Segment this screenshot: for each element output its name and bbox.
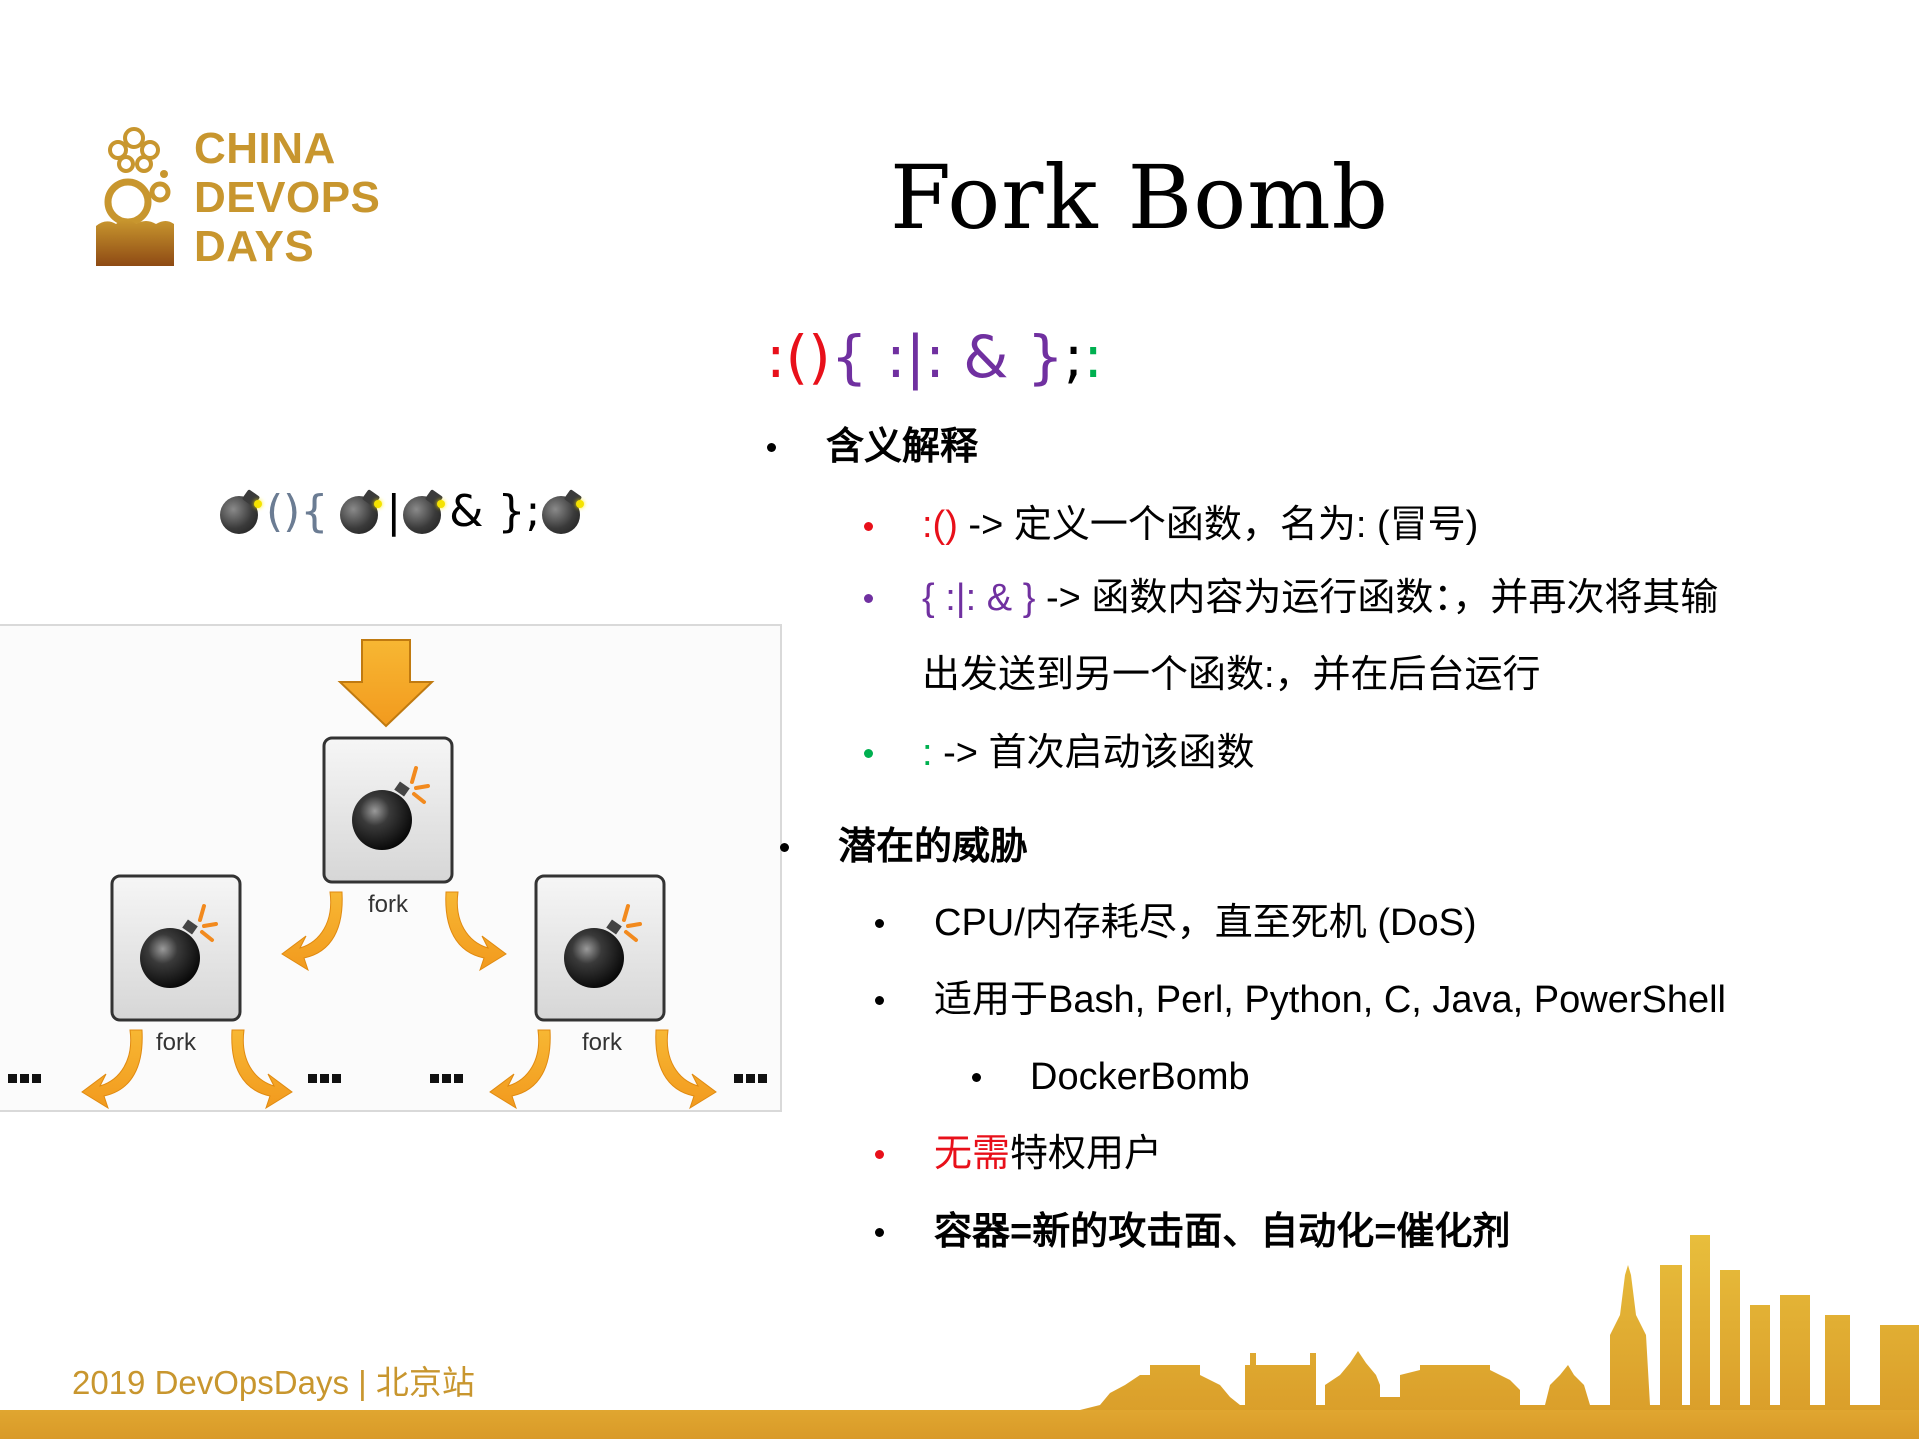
bomb-code-part: & }; <box>449 486 541 537</box>
threat-item-2: 适用于Bash, Perl, Python, C, Java, PowerShe… <box>934 979 1726 1021</box>
code-semicolon: ; <box>1063 323 1084 391</box>
code-fragment: { :|: & } <box>922 577 1036 619</box>
bullet-dot <box>875 996 884 1005</box>
bomb-icon <box>403 489 447 534</box>
threat-item-4: 容器=新的攻击面、自动化=催化剂 <box>934 1211 1511 1253</box>
slide-title: Fork Bomb <box>890 146 1390 249</box>
logo-line-devops: DEVOPS <box>194 173 381 222</box>
footer-event-label: 2019 DevOpsDays | 北京站 <box>72 1364 475 1401</box>
logo-line-china: CHINA <box>194 124 336 173</box>
fork-bomb-diagram: fork fork fork <box>0 624 782 1112</box>
bullet-dot <box>767 443 776 452</box>
item-text: 特权用户 <box>1010 1133 1163 1175</box>
highlight-text: 无需 <box>934 1133 1011 1175</box>
bomb-code-part: | <box>386 486 402 537</box>
meaning-item-3: : -> 首次启动该函数 <box>922 728 1255 778</box>
threat-item-1: CPU/内存耗尽，直至死机 (DoS) <box>934 902 1477 944</box>
bullet-dot <box>972 1073 981 1082</box>
threat-subitem-dockerbomb: DockerBomb <box>1030 1056 1250 1098</box>
code-invoke: : <box>1083 323 1103 391</box>
fork-label: fork <box>156 1029 197 1056</box>
meaning-item-2: { :|: & } -> 函数内容为运行函数：，并再次将其输 <box>922 573 1718 623</box>
fork-label: fork <box>368 891 409 918</box>
bullet-dot <box>875 1228 884 1237</box>
code-function-def: :() <box>766 323 831 391</box>
section-heading-meaning: 含义解释 <box>826 426 979 468</box>
item-text: -> 函数内容为运行函数：，并再次将其输 <box>1035 577 1719 619</box>
code-fragment: : <box>922 732 933 774</box>
process-node-right <box>534 874 666 1022</box>
fork-bomb-code: :(){ :|: & };: <box>766 322 1103 392</box>
bullet-dot-green <box>864 749 873 758</box>
bullet-dot-purple <box>864 594 873 603</box>
item-text: -> 首次启动该函数 <box>932 732 1255 774</box>
bullet-dot <box>780 843 789 852</box>
fork-label: fork <box>582 1029 623 1056</box>
bomb-code-part: (){ <box>266 486 329 537</box>
threat-item-3: 无需特权用户 <box>934 1129 1162 1179</box>
code-fragment: :() <box>922 504 958 546</box>
meaning-item-1: :() -> 定义一个函数，名为: (冒号) <box>922 500 1478 550</box>
code-function-body: { :|: & } <box>830 323 1064 391</box>
china-devops-days-logo: CHINA DEVOPS DAYS <box>96 118 396 271</box>
beijing-skyline-icon <box>1080 1235 1919 1415</box>
process-node-root <box>322 736 454 884</box>
logo-emblem-icon <box>96 127 174 266</box>
section-heading-threats: 潜在的威胁 <box>838 826 1029 868</box>
bomb-icon <box>340 489 384 534</box>
bomb-icon <box>542 489 586 534</box>
process-node-left <box>110 874 242 1022</box>
item-text: -> 定义一个函数，名为: (冒号) <box>957 504 1479 546</box>
bomb-emoji-code: (){ | & }; <box>218 482 588 542</box>
logo-line-days: DAYS <box>194 222 315 271</box>
footer-band <box>0 1410 1919 1439</box>
bullet-dot <box>875 919 884 928</box>
bomb-icon <box>220 489 264 534</box>
bullet-dot-red <box>864 522 873 531</box>
meaning-item-2-continuation: 出发送到另一个函数:，并在后台运行 <box>922 654 1541 696</box>
bullet-dot-red <box>875 1150 884 1159</box>
